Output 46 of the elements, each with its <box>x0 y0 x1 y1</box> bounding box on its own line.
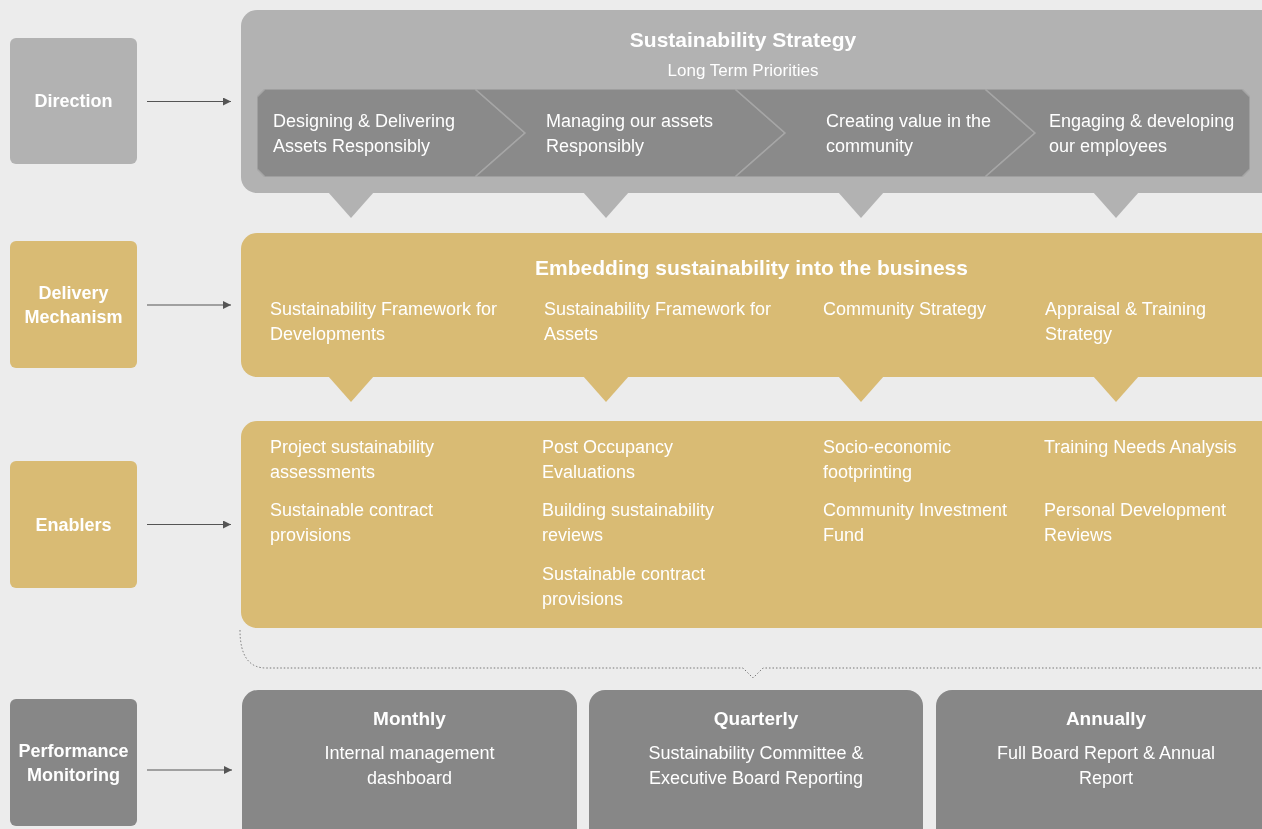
card-text: Full Board Report & Annual Report <box>995 742 1217 790</box>
stage-label: Enablers <box>34 513 113 537</box>
arrow <box>146 520 232 529</box>
panel-item: Sustainability Framework for Assets <box>544 298 773 346</box>
frequency-card <box>936 690 1262 829</box>
card-title: Quarterly <box>713 707 799 731</box>
panel-item: Sustainable contract provisions <box>270 499 435 547</box>
stage-box <box>10 699 137 826</box>
stage-panel <box>241 10 1262 193</box>
card-text: Internal management dashboard <box>323 742 496 790</box>
stage-box <box>10 38 137 164</box>
frequency-card <box>242 690 577 829</box>
panel-item: Post Occupancy Evaluations <box>542 436 675 484</box>
card-text: Sustainability Committee & Executive Board Reporting <box>647 742 865 790</box>
stage-box <box>10 241 137 368</box>
panel-item: Training Needs Analysis <box>1044 436 1238 459</box>
chevron-step <box>475 89 785 177</box>
panel-item: Community Investment Fund <box>823 499 1009 547</box>
panel-subtitle: Long Term Priorities <box>666 60 820 82</box>
stage-label: Delivery Mechanism <box>23 281 124 329</box>
arrow <box>146 301 232 309</box>
panel-title: Embedding sustainability into the business <box>534 255 969 281</box>
stage-label: Performance Monitoring <box>17 739 130 787</box>
step-label: Creating value in the community <box>826 110 993 158</box>
arrow <box>146 97 232 106</box>
panel-item: Sustainable contract provisions <box>542 563 707 611</box>
step-label: Managing our assets Responsibly <box>546 110 715 158</box>
panel-item: Appraisal & Training Strategy <box>1045 298 1208 346</box>
panel-title: Sustainability Strategy <box>628 27 858 53</box>
chevron-step <box>735 89 1035 177</box>
stage-panel <box>241 421 1262 628</box>
panel-item: Building sustainability reviews <box>542 499 716 547</box>
stage-panel <box>241 233 1262 377</box>
step-label: Engaging & developing our employees <box>1049 110 1236 158</box>
arrow <box>146 766 233 774</box>
panel-item: Socio-economic footprinting <box>823 436 953 484</box>
panel-item: Community Strategy <box>823 298 988 321</box>
card-title: Annually <box>1065 707 1147 731</box>
card-title: Monthly <box>373 707 446 731</box>
panel-item: Sustainability Framework for Developments <box>270 298 499 346</box>
step-label: Designing & Delivering Assets Responsibly <box>273 110 457 158</box>
frequency-card <box>589 690 923 829</box>
stage-label: Direction <box>33 90 114 113</box>
panel-item: Personal Development Reviews <box>1044 499 1228 547</box>
panel-item: Project sustainability assessments <box>270 436 436 484</box>
stage-box <box>10 461 137 588</box>
